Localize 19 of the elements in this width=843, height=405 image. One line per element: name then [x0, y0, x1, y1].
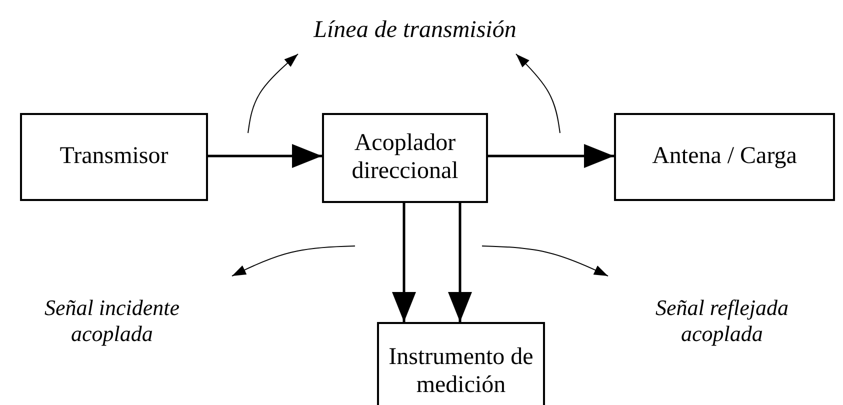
annotation-label: Señal reflejada acoplada: [614, 276, 830, 346]
curved-arrow: [516, 54, 560, 134]
arrow: [448, 203, 472, 322]
process-box: [322, 113, 488, 203]
annotation-label: Línea de transmisión: [270, 8, 560, 54]
annotation-label: Señal incidente acoplada: [4, 276, 220, 346]
process-box: [377, 322, 545, 405]
arrow: [488, 144, 614, 168]
process-box: [20, 113, 208, 201]
arrow: [208, 144, 322, 168]
box-label: Acoplador direccional: [350, 130, 460, 186]
curved-arrow: [248, 54, 298, 134]
curved-arrow: [232, 246, 356, 276]
box-label: Transmisor: [60, 143, 168, 171]
arrow: [392, 203, 416, 322]
curved-arrow: [482, 246, 608, 276]
box-label: Instrumento de medición: [388, 344, 534, 400]
process-box: [614, 113, 835, 201]
box-label: Antena / Carga: [652, 143, 797, 171]
